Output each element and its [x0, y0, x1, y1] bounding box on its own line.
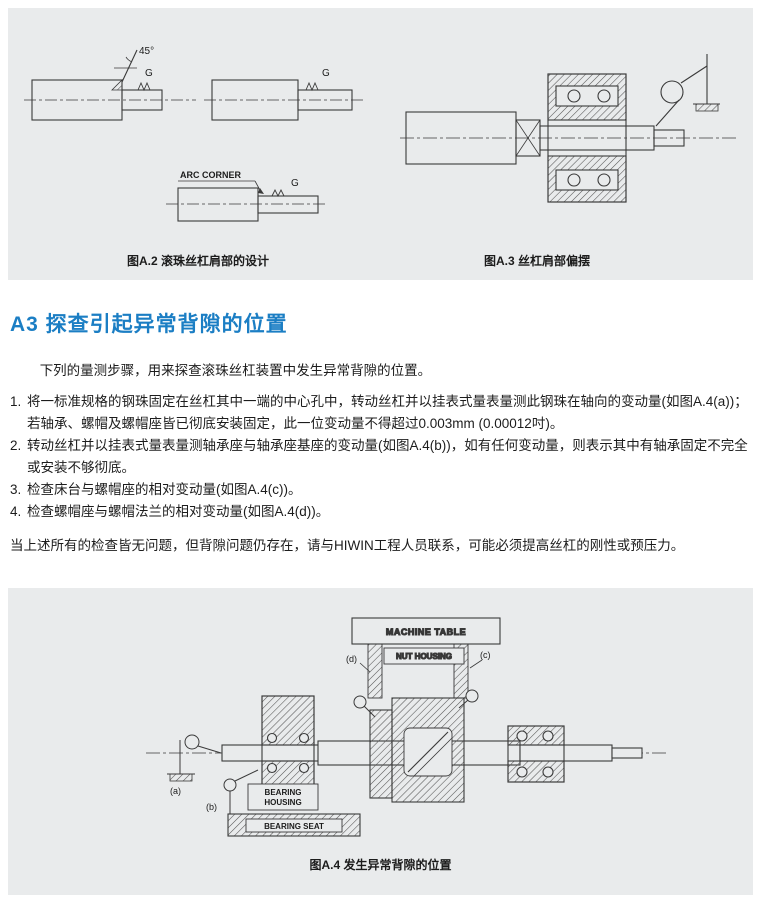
- angle-45-label: 45°: [139, 46, 154, 57]
- dial-indicator-a: [167, 734, 222, 782]
- point-a-label: (a): [170, 786, 181, 796]
- dial-indicator-icon: [655, 54, 720, 127]
- list-item-number: 2.: [10, 438, 22, 453]
- list-item-text: 转动丝杠并以挂表式量表量测轴承座与轴承座基座的变动量(如图A.4(b))，如有任…: [27, 438, 748, 475]
- figure-a2-a3-drawing: 45° G G ARC CORNER G: [24, 46, 738, 222]
- nut-housing-label: NUT HOUSING: [396, 652, 452, 661]
- nut-assembly: [369, 697, 465, 803]
- right-bearing-assembly: [507, 725, 565, 783]
- list-item-number: 3.: [10, 482, 22, 497]
- list-item: 1. 将一标准规格的钢珠固定在丝杠其中一端的中心孔中，转动丝杠并以挂表式量表量测…: [10, 391, 751, 435]
- list-item: 2. 转动丝杠并以挂表式量表量测轴承座与轴承座基座的变动量(如图A.4(b))，…: [10, 435, 751, 479]
- point-b-label: (b): [206, 802, 217, 812]
- shaft-design-drawing-1: [24, 49, 196, 121]
- g-label-1: G: [145, 68, 153, 79]
- list-item-number: 4.: [10, 504, 22, 519]
- bearing-housing-label-box: BEARING HOUSING: [247, 783, 319, 811]
- bearing-seat: BEARING SEAT: [227, 813, 361, 837]
- machine-table: MACHINE TABLE NUT HOUSING: [351, 617, 501, 699]
- dial-indicator-b: [223, 769, 259, 814]
- list-item-text: 检查床台与螺帽座的相对变动量(如图A.4(c))。: [27, 482, 302, 497]
- dial-indicator-d: [353, 662, 376, 718]
- list-item-text: 检查螺帽座与螺帽法兰的相对变动量(如图A.4(d))。: [27, 504, 330, 519]
- figure-a2-a3-panel: 45° G G ARC CORNER G: [8, 8, 753, 280]
- arc-corner-label: ARC CORNER: [180, 170, 242, 180]
- g-label-3: G: [291, 178, 299, 189]
- g-label-2: G: [322, 68, 330, 79]
- figure-a4-drawing: BEARING HOUSING BEARING SEAT: [146, 617, 668, 837]
- shaft-design-drawing-2: [204, 79, 366, 121]
- dial-indicator-c: [458, 659, 483, 709]
- machine-table-label: MACHINE TABLE: [386, 627, 466, 637]
- figure-a2-caption: 图A.2 滚珠丝杠肩部的设计: [126, 254, 269, 268]
- list-item: 4. 检查螺帽座与螺帽法兰的相对变动量(如图A.4(d))。: [10, 501, 751, 523]
- bearing-housing-label-line2: HOUSING: [264, 798, 301, 807]
- bearing-housing-label-line1: BEARING: [265, 788, 302, 797]
- bearing-seat-label: BEARING SEAT: [264, 822, 324, 831]
- figure-a4-panel: BEARING HOUSING BEARING SEAT: [8, 588, 753, 895]
- runout-measurement-drawing: [400, 54, 738, 203]
- section-body: 下列的量测步骤，用来探查滚珠丝杠装置中发生异常背隙的位置。 1. 将一标准规格的…: [10, 360, 751, 557]
- point-d-label: (d): [346, 654, 357, 664]
- point-c-label: (c): [480, 650, 491, 660]
- section-heading: A3 探查引起异常背隙的位置: [10, 313, 288, 336]
- figure-a3-caption: 图A.3 丝杠肩部偏摆: [483, 254, 590, 268]
- arc-corner-drawing: [166, 180, 328, 222]
- outro-paragraph: 当上述所有的检查皆无问题，但背隙问题仍存在，请与HIWIN工程人员联系，可能必须…: [10, 538, 685, 553]
- list-item: 3. 检查床台与螺帽座的相对变动量(如图A.4(c))。: [10, 479, 751, 501]
- intro-paragraph: 下列的量测步骤，用来探查滚珠丝杠装置中发生异常背隙的位置。: [39, 363, 432, 378]
- steps-list: 1. 将一标准规格的钢珠固定在丝杠其中一端的中心孔中，转动丝杠并以挂表式量表量测…: [10, 391, 751, 523]
- list-item-number: 1.: [10, 394, 22, 409]
- figure-a4-caption: 图A.4 发生异常背隙的位置: [309, 858, 452, 872]
- list-item-text: 将一标准规格的钢珠固定在丝杠其中一端的中心孔中，转动丝杠并以挂表式量表量测此钢珠…: [27, 394, 748, 431]
